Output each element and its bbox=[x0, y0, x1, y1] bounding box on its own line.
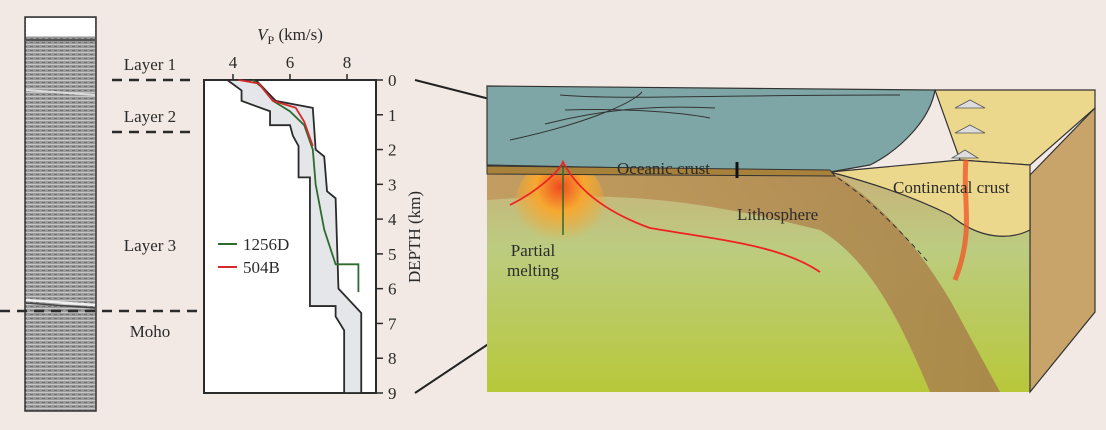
ocean bbox=[486, 85, 936, 173]
layer3-label: Layer 3 bbox=[124, 236, 176, 255]
seismic-reflection-image bbox=[24, 16, 97, 412]
legend: 1256D 504B bbox=[218, 235, 289, 277]
ridge-isotherm-line bbox=[509, 159, 821, 273]
y-tick-label: 6 bbox=[388, 280, 397, 299]
continental-crust-label: Continental crust bbox=[893, 178, 1010, 197]
lithosphere-slab bbox=[487, 170, 1000, 392]
velocity-envelope bbox=[224, 79, 363, 394]
x-tick-label: 6 bbox=[286, 53, 295, 72]
plate-tectonics-block-diagram: Oceanic crust Continental crust Lithosph… bbox=[486, 85, 1096, 394]
magma-conduit bbox=[952, 159, 969, 281]
x-axis-title: VP (km/s) bbox=[257, 25, 323, 47]
y-tick-label: 9 bbox=[388, 384, 397, 403]
y-tick-label: 5 bbox=[388, 245, 397, 264]
y-tick-label: 2 bbox=[388, 141, 397, 160]
oceanic-crust-label: Oceanic crust bbox=[617, 159, 710, 178]
y-tick-label: 1 bbox=[388, 106, 397, 125]
legend-label-504B: 504B bbox=[243, 258, 280, 277]
y-tick-label: 8 bbox=[388, 349, 397, 368]
y-tick-label: 4 bbox=[388, 210, 397, 229]
x-tick-label: 8 bbox=[343, 53, 352, 72]
partial-melting-label-line1: Partial bbox=[511, 241, 556, 260]
layer2-label: Layer 2 bbox=[124, 107, 176, 126]
seafloor-ridges bbox=[509, 91, 901, 141]
y-tick-label: 3 bbox=[388, 175, 397, 194]
legend-label-1256D: 1256D bbox=[243, 235, 289, 254]
block-side-face bbox=[1029, 106, 1096, 394]
continental-crust bbox=[829, 159, 1031, 237]
partial-melting-zone bbox=[515, 160, 605, 250]
layer1-label: Layer 1 bbox=[124, 55, 176, 74]
y-tick-label: 7 bbox=[388, 314, 397, 333]
lithosphere-label: Lithosphere bbox=[737, 205, 818, 224]
x-tick-label: 4 bbox=[229, 53, 238, 72]
layer-boundaries bbox=[0, 78, 365, 313]
y-axis-title: DEPTH (km) bbox=[405, 191, 424, 283]
partial-melting-label-line2: melting bbox=[507, 261, 559, 280]
volcano-icons bbox=[950, 99, 986, 159]
subduction-dashed-line bbox=[837, 177, 929, 263]
series-504B-line bbox=[238, 79, 314, 147]
oceanic-crust-layer bbox=[486, 165, 837, 177]
velocity-depth-chart: 4 6 8 0 1 2 3 4 5 6 7 8 9 VP (km/s) DEPTH (km) 1256… bbox=[203, 25, 424, 403]
y-tick-label: 0 bbox=[388, 71, 397, 90]
moho-label: Moho bbox=[130, 322, 171, 341]
